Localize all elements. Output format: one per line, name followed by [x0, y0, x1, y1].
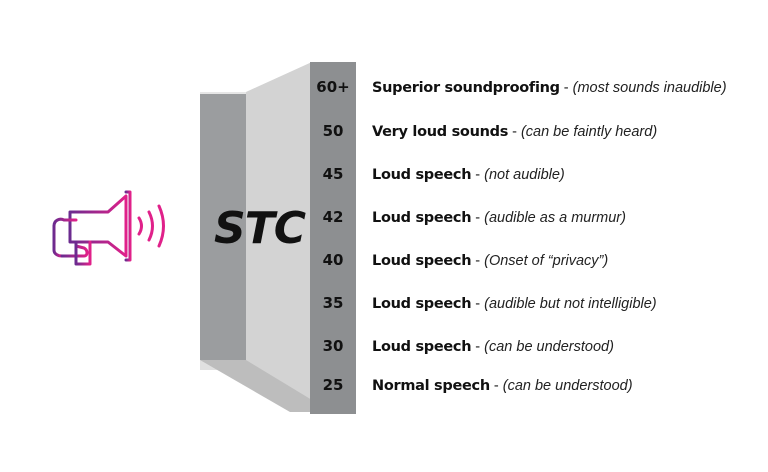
rating-description: Loud speech - (can be understood) — [372, 338, 614, 355]
rating-description: Loud speech - (not audible) — [372, 166, 565, 183]
rating-level: Loud speech — [372, 295, 472, 312]
rating-description: Loud speech - (Onset of “privacy”) — [372, 252, 608, 269]
rating-separator: - — [471, 338, 485, 355]
rating-value: 40 — [322, 251, 344, 269]
stc-scale-bar — [310, 62, 356, 414]
rating-separator: - — [471, 209, 485, 226]
rating-separator: - — [559, 79, 573, 96]
rating-note: (can be faintly heard) — [520, 123, 658, 140]
sound-waves-icon — [137, 204, 165, 248]
rating-note: (Onset of “privacy”) — [484, 252, 609, 269]
rating-description: Loud speech - (audible as a murmur) — [372, 209, 626, 226]
rating-note: (can be understood) — [502, 377, 633, 394]
wall-front-slab — [200, 94, 246, 360]
rating-level: Loud speech — [372, 166, 472, 183]
rating-note: (audible as a murmur) — [484, 209, 626, 226]
rating-value: 25 — [322, 376, 344, 394]
rating-note: (audible but not intelligible) — [484, 295, 657, 312]
rating-separator: - — [508, 123, 521, 140]
rating-level: Normal speech — [372, 377, 490, 394]
rating-note: (not audible) — [484, 166, 565, 183]
rating-value: 45 — [322, 165, 344, 183]
rating-description: Superior soundproofing - (most sounds in… — [372, 79, 727, 96]
rating-note: (most sounds inaudible) — [572, 79, 727, 96]
rating-description: Loud speech - (audible but not intelligi… — [372, 295, 657, 312]
rating-separator: - — [489, 377, 503, 394]
stc-label: STC — [214, 203, 306, 254]
rating-value: 35 — [322, 294, 344, 312]
rating-value: 50 — [322, 122, 344, 140]
rating-separator: - — [471, 166, 485, 183]
rating-level: Loud speech — [372, 338, 472, 355]
rating-description: Very loud sounds - (can be faintly heard… — [372, 123, 657, 140]
wall-side-face — [246, 62, 312, 412]
rating-level: Very loud sounds — [372, 123, 509, 140]
rating-level: Loud speech — [372, 209, 472, 226]
rating-separator: - — [471, 295, 485, 312]
rating-description: Normal speech - (can be understood) — [372, 377, 633, 394]
rating-level: Loud speech — [372, 252, 472, 269]
rating-separator: - — [471, 252, 485, 269]
megaphone-icon — [52, 190, 165, 266]
rating-value: 60+ — [316, 78, 350, 96]
wall-bottom-bevel — [200, 360, 312, 412]
rating-level: Superior soundproofing — [372, 79, 560, 96]
rating-value: 30 — [322, 337, 344, 355]
rating-note: (can be understood) — [484, 338, 614, 355]
rating-value: 42 — [322, 208, 344, 226]
